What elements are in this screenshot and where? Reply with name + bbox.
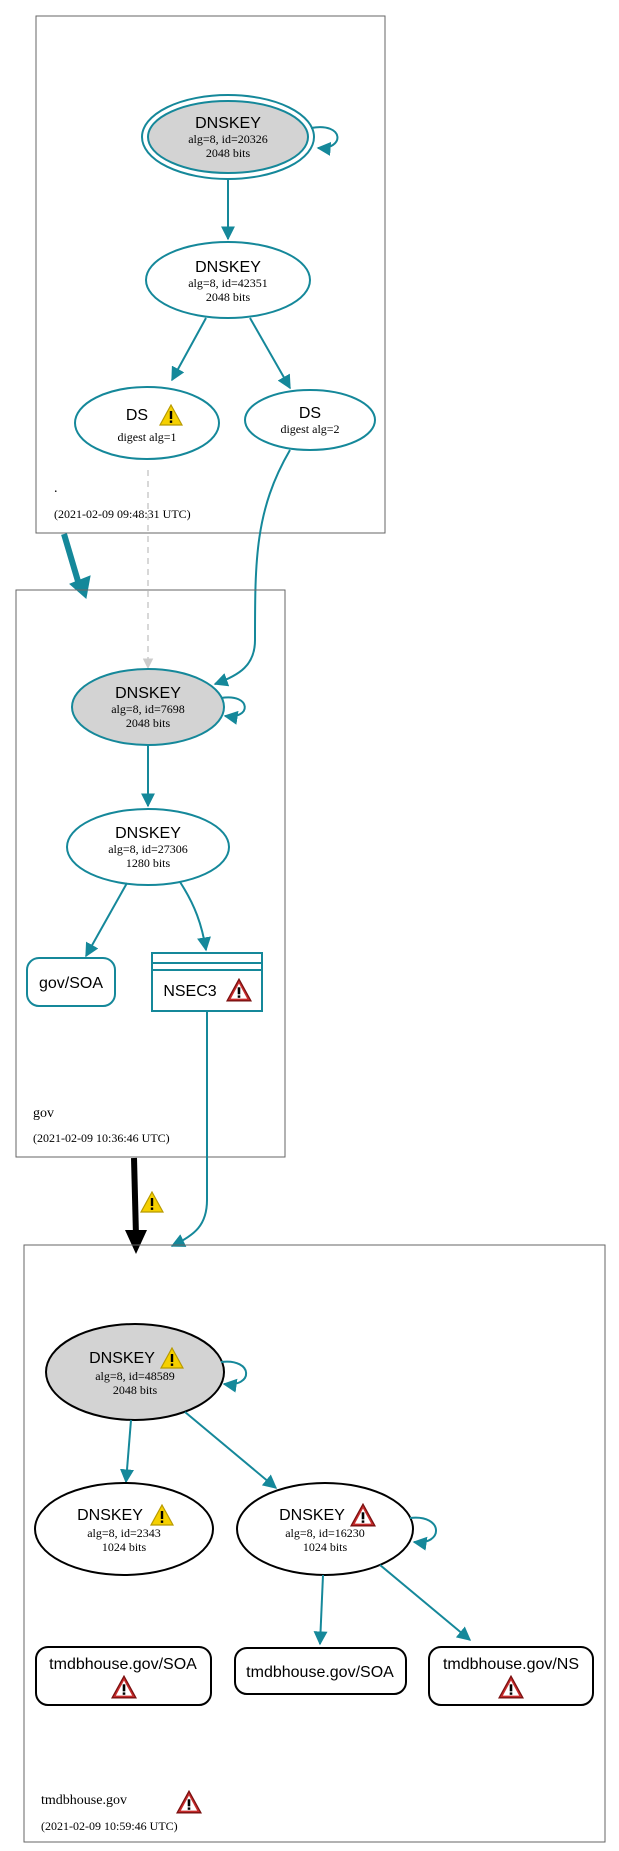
gov-soa-node[interactable]: gov/SOA: [26, 957, 116, 1007]
root-zsk-title: DNSKEY: [195, 259, 261, 276]
tmdbhouse-soa-mid-node[interactable]: tmdbhouse.gov/SOA: [234, 1647, 407, 1695]
gov-soa-title: gov/SOA: [39, 975, 103, 992]
tmdbhouse-ns-node[interactable]: tmdbhouse.gov/NS: [428, 1646, 594, 1706]
tmdbhouse-key16230-bits: 1024 bits: [303, 1540, 348, 1554]
zone-root-label: .: [54, 481, 58, 496]
gov-ksk-bits: 2048 bits: [126, 716, 171, 730]
delegation-root-to-gov-arrowhead: [69, 575, 91, 599]
root-ksk-bits: 2048 bits: [206, 146, 251, 160]
zone-tmdbhouse-box: [23, 1244, 606, 1843]
gov-ksk-detail: alg=8, id=7698: [111, 702, 185, 716]
root-ds1-title: DS: [126, 407, 148, 424]
zone-root-timestamp: (2021-02-09 09:48:31 UTC): [54, 507, 191, 521]
root-ksk-node[interactable]: DNSKEY alg=8, id=20326 2048 bits: [141, 94, 315, 180]
tmdbhouse-ksk-to-key16230-edge: [184, 1411, 278, 1489]
root-ds1-node[interactable]: DS digest alg=1: [74, 386, 220, 460]
root-zsk-node[interactable]: DNSKEY alg=8, id=42351 2048 bits: [145, 241, 311, 319]
root-zsk-to-ds2-edge: [249, 317, 291, 390]
tmdbhouse-key16230-node[interactable]: DNSKEY alg=8, id=16230 1024 bits: [236, 1482, 414, 1576]
gov-zsk-detail: alg=8, id=27306: [108, 842, 188, 856]
zone-gov: gov (2021-02-09 10:36:46 UTC) DNSKEY alg…: [15, 589, 286, 1158]
zone-tmdbhouse: tmdbhouse.gov (2021-02-09 10:59:46 UTC) …: [23, 1244, 606, 1843]
tmdbhouse-key2343-title: DNSKEY: [77, 1507, 143, 1524]
zone-gov-label: gov: [33, 1106, 54, 1121]
root-ds2-node[interactable]: DS digest alg=2: [244, 389, 376, 451]
gov-nsec3-title: NSEC3: [163, 983, 216, 1000]
tmdbhouse-ksk-detail: alg=8, id=48589: [95, 1369, 175, 1383]
tmdbhouse-key2343-bits: 1024 bits: [102, 1540, 147, 1554]
gov-ksk-self-edge: [220, 696, 246, 725]
root-ds2-to-gov-ksk-edge: [213, 449, 291, 687]
root-ds1-detail: digest alg=1: [117, 430, 176, 444]
gov-zsk-to-soa-edge: [85, 882, 128, 958]
tmdbhouse-key16230-title: DNSKEY: [279, 1507, 345, 1524]
gov-nsec3-node[interactable]: NSEC3: [151, 952, 263, 1012]
root-ksk-detail: alg=8, id=20326: [188, 132, 268, 146]
zone-tmdbhouse-timestamp: (2021-02-09 10:59:46 UTC): [41, 1819, 178, 1833]
tmdbhouse-key16230-to-soa-mid-edge: [313, 1574, 328, 1646]
zone-tmdbhouse-label: tmdbhouse.gov: [41, 1793, 127, 1808]
root-zsk-to-ds1-edge: [171, 317, 207, 382]
gov-nsec3-to-tmdbhouse-edge: [170, 1012, 208, 1247]
delegation-gov-to-tmdbhouse-edge: [131, 1157, 139, 1237]
zone-gov-box: [15, 589, 286, 1158]
error-icon: [176, 1790, 202, 1814]
root-zsk-detail: alg=8, id=42351: [188, 276, 268, 290]
root-ksk-title: DNSKEY: [195, 115, 261, 132]
tmdbhouse-soa-left-title: tmdbhouse.gov/SOA: [49, 1656, 197, 1673]
root-ds2-title: DS: [299, 405, 321, 422]
tmdbhouse-ksk-bits: 2048 bits: [113, 1383, 158, 1397]
root-zsk-bits: 2048 bits: [206, 290, 251, 304]
tmdbhouse-key2343-node[interactable]: DNSKEY alg=8, id=2343 1024 bits: [34, 1482, 214, 1576]
zone-root-box: [35, 15, 386, 534]
tmdbhouse-ksk-node[interactable]: DNSKEY alg=8, id=48589 2048 bits: [45, 1323, 225, 1421]
gov-zsk-node[interactable]: DNSKEY alg=8, id=27306 1280 bits: [66, 808, 230, 886]
tmdbhouse-ksk-to-key2343-edge: [120, 1419, 134, 1484]
root-ksk-self-edge: [310, 126, 339, 156]
tmdbhouse-ns-title: tmdbhouse.gov/NS: [443, 1656, 579, 1673]
tmdbhouse-ksk-self-edge: [220, 1360, 248, 1393]
delegation-gov-to-tmdbhouse-arrowhead: [125, 1230, 147, 1254]
gov-ksk-title: DNSKEY: [115, 685, 181, 702]
gov-zsk-to-nsec3-edge: [179, 881, 211, 952]
warning-icon: [140, 1191, 164, 1213]
tmdbhouse-key2343-detail: alg=8, id=2343: [87, 1526, 161, 1540]
gov-ksk-node[interactable]: DNSKEY alg=8, id=7698 2048 bits: [71, 668, 225, 746]
tmdbhouse-soa-left-node[interactable]: tmdbhouse.gov/SOA: [35, 1646, 212, 1706]
tmdbhouse-key16230-to-ns-edge: [379, 1564, 472, 1641]
tmdbhouse-key16230-detail: alg=8, id=16230: [285, 1526, 365, 1540]
delegation-root-to-gov-edge: [61, 533, 83, 589]
zone-root: . (2021-02-09 09:48:31 UTC) DNSKEY alg=8…: [35, 15, 386, 534]
gov-zsk-bits: 1280 bits: [126, 856, 171, 870]
gov-zsk-title: DNSKEY: [115, 825, 181, 842]
tmdbhouse-ksk-title: DNSKEY: [89, 1350, 155, 1367]
zone-gov-timestamp: (2021-02-09 10:36:46 UTC): [33, 1131, 170, 1145]
root-ds2-detail: digest alg=2: [280, 422, 339, 436]
tmdbhouse-key16230-self-edge: [409, 1516, 437, 1551]
tmdbhouse-soa-mid-title: tmdbhouse.gov/SOA: [246, 1664, 394, 1681]
